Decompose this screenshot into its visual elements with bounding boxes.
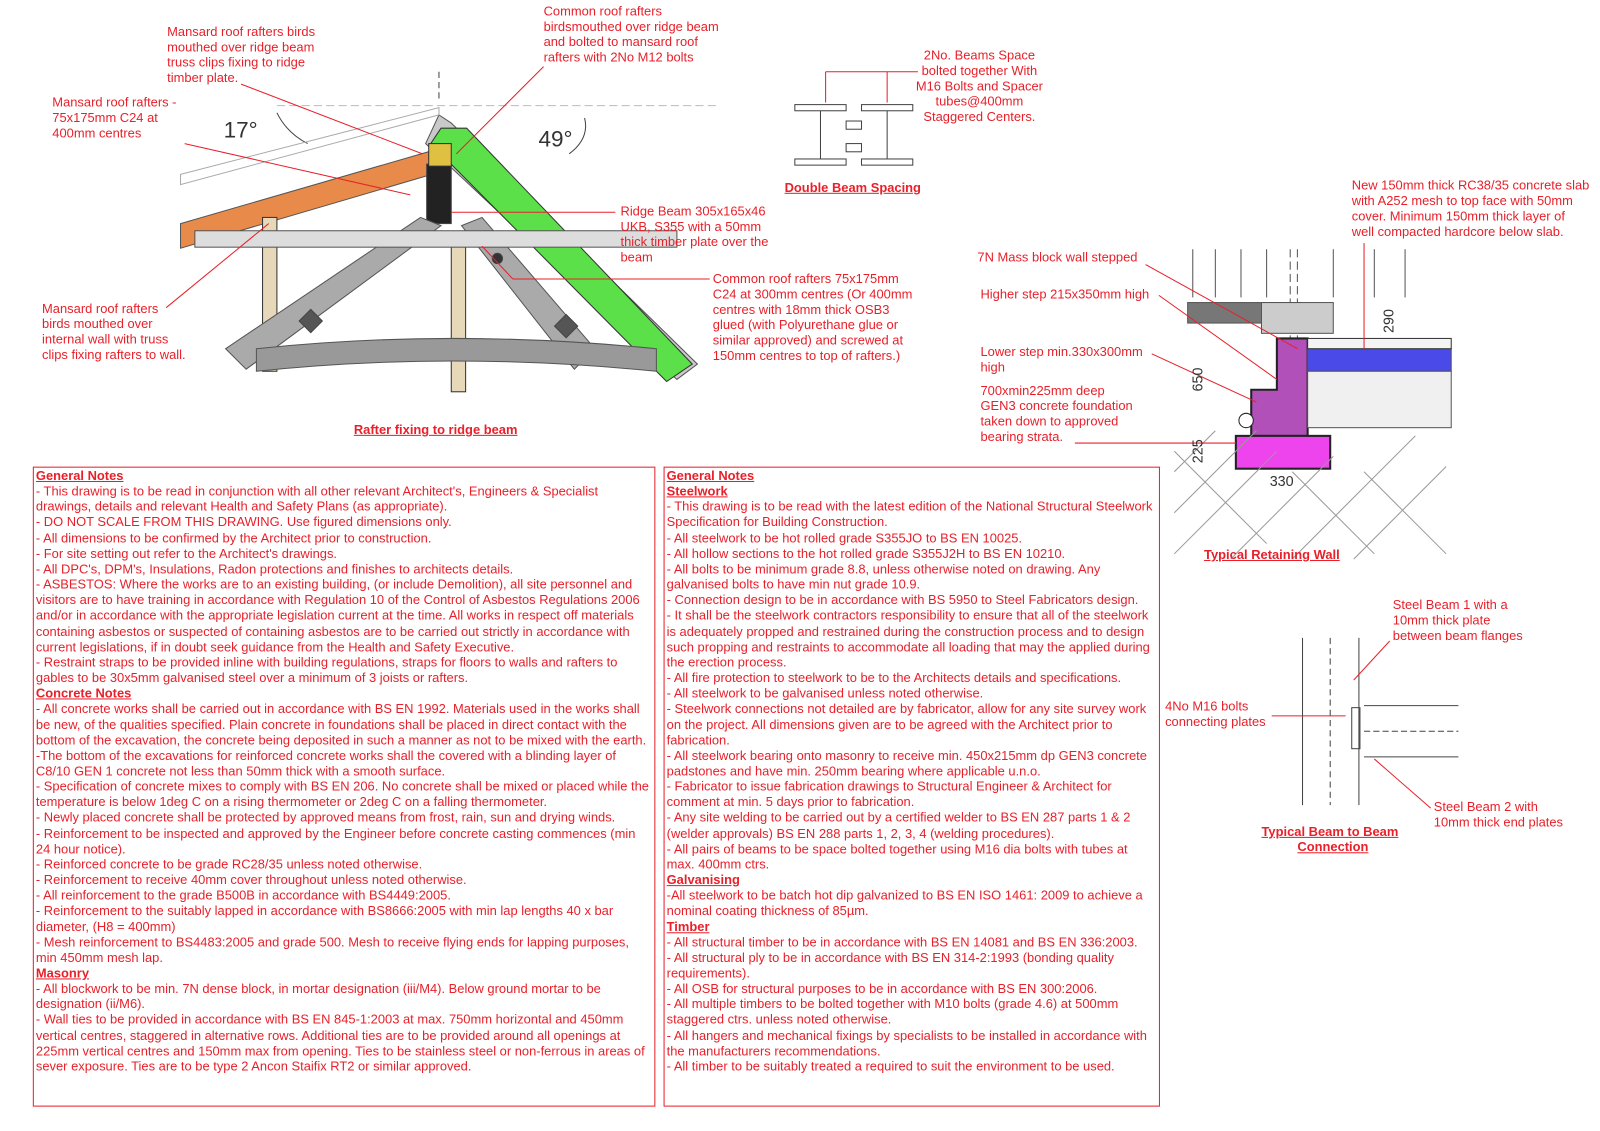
notes-heading: Masonry <box>35 966 90 981</box>
note-item: - This drawing is to be read in conjunct… <box>35 484 599 515</box>
note-item: - All dimensions to be confirmed by the … <box>35 530 432 546</box>
note-item: - All blockwork to be min. 7N dense bloc… <box>35 981 601 1012</box>
note-item: - All hangers and mechanical fixings by … <box>666 1028 1147 1059</box>
double-beam-title: Double Beam Spacing <box>784 180 921 195</box>
note-item: - Specification of concrete mixes to com… <box>35 779 649 810</box>
label-common-rafters: Common roof rafters 75x175mm C24 at 300m… <box>712 271 913 364</box>
note-item: - All concrete works shall be carried ou… <box>35 701 647 748</box>
note-item: - All DPC's, DPM's, Insulations, Radon p… <box>35 561 514 577</box>
label-common-birdsmouth: Common roof rafters birdsmouthed over ri… <box>543 4 719 65</box>
retaining-wall-title: Typical Retaining Wall <box>1204 547 1340 563</box>
note-item: - All timber to be suitably treated a re… <box>666 1059 1115 1074</box>
note-item: - This drawing is to be read with the la… <box>666 499 1153 530</box>
note-item: - All bolts to be minimum grade 8.8, unl… <box>666 561 1101 592</box>
notes-heading: Concrete Notes <box>35 686 132 701</box>
note-item: - Connection design to be in accordance … <box>666 593 1139 608</box>
ridge-beam <box>426 163 452 225</box>
notes-heading: Galvanising <box>666 872 740 888</box>
roof-detail-title: Rafter fixing to ridge beam <box>353 422 518 437</box>
note-item: - Any site welding to be carried out by … <box>666 810 1131 841</box>
notes-panel-left: General Notes- This drawing is to be rea… <box>32 466 656 1107</box>
label-slab: New 150mm thick RC38/35 concrete slab wi… <box>1351 178 1590 239</box>
note-item: - Wall ties to be provided in accordance… <box>35 1012 645 1074</box>
label-mansard-internal: Mansard roof rafters birds mouthed over … <box>42 301 186 363</box>
label-ridge-beam: Ridge Beam 305x165x46 UKB, S355 with a 5… <box>620 204 769 265</box>
label-lower-step: Lower step min.330x300mm high <box>980 344 1143 375</box>
note-item: - All OSB for structural purposes to be … <box>666 981 1098 997</box>
notes-heading: General Notes <box>35 468 124 484</box>
double-beam-drawing <box>794 71 918 166</box>
angle-right: 49° <box>538 126 573 152</box>
dim-290: 290 <box>1380 309 1397 333</box>
note-item: - Mesh reinforcement to BS4483:2005 and … <box>35 935 629 965</box>
roof-leaders <box>165 66 710 309</box>
note-item: - All steelwork bearing onto masonry to … <box>666 748 1147 779</box>
roof-detail-drawing <box>179 71 718 393</box>
note-item: - Fabricator to issue fabrication drawin… <box>666 779 1112 810</box>
label-steel-beam-2: Steel Beam 2 with 10mm thick end plates <box>1433 799 1564 830</box>
note-item: - For site setting out refer to the Arch… <box>35 546 338 561</box>
label-mansard-birdsmouth: Mansard roof rafters birds mouthed over … <box>167 24 316 86</box>
note-item: - ASBESTOS: Where the works are to an ex… <box>35 577 640 655</box>
dim-225: 225 <box>1189 439 1206 464</box>
label-bolts: 4No M16 bolts connecting plates <box>1165 699 1266 730</box>
notes-heading: General Notes <box>666 468 755 484</box>
dim-650: 650 <box>1189 367 1206 392</box>
common-rafter <box>430 127 694 383</box>
beam-connection-title-1: Typical Beam to Beam <box>1261 824 1399 839</box>
note-item: - All steelwork to be galvanised unless … <box>666 686 984 701</box>
note-item: - All multiple timbers to be bolted toge… <box>666 997 1119 1028</box>
note-item: - Reinforcement to be inspected and appr… <box>35 826 636 857</box>
label-steel-beam-1: Steel Beam 1 with a 10mm thick plate bet… <box>1392 597 1523 644</box>
note-item: - Reinforcement to receive 40mm cover th… <box>35 872 467 888</box>
note-item: - All reinforcement to the grade B500B i… <box>35 888 451 903</box>
label-higher-step: Higher step 215x350mm high <box>980 287 1150 302</box>
note-item: - All hollow sections to the hot rolled … <box>666 546 1066 561</box>
note-item: - Reinforcement to the suitably lapped i… <box>35 903 614 934</box>
label-mass-block: 7N Mass block wall stepped <box>977 250 1138 265</box>
note-item: - All structural timber to be in accorda… <box>666 935 1138 950</box>
retaining-wall-drawing <box>1074 243 1452 560</box>
label-mansard-rafters: Mansard roof rafters - 75x175mm C24 at 4… <box>52 95 177 141</box>
note-item: - All pairs of beams to be space bolted … <box>666 841 1128 872</box>
note-item: - DO NOT SCALE FROM THIS DRAWING. Use fi… <box>35 515 452 530</box>
beam-connection-drawing <box>1271 637 1459 809</box>
note-item: - Steelwork connections not detailed are… <box>666 701 1147 748</box>
notes-heading: Steelwork <box>666 484 728 499</box>
notes-heading: Timber <box>666 919 710 934</box>
note-item: - All structural ply to be in accordance… <box>666 950 1114 981</box>
note-item: - Restraint straps to be provided inline… <box>35 655 618 686</box>
label-foundation: 700xmin225mm deep GEN3 concrete foundati… <box>980 383 1133 445</box>
note-item: - It shall be the steelwork contractors … <box>666 608 1150 670</box>
note-item: - Newly placed concrete shall be protect… <box>35 810 616 826</box>
label-double-beam: 2No. Beams Space bolted together With M1… <box>915 48 1043 125</box>
note-item: - All steelwork to be hot rolled grade S… <box>666 530 1023 546</box>
beam-connection-title-2: Connection <box>1297 839 1369 855</box>
note-item: -All steelwork to be batch hot dip galva… <box>666 888 1143 919</box>
dim-330: 330 <box>1269 472 1294 490</box>
note-item: - Reinforced concrete to be grade RC28/3… <box>35 857 423 872</box>
angle-left: 17° <box>223 116 258 143</box>
note-item: - All fire protection to steelwork to be… <box>666 670 1122 686</box>
note-item: -The bottom of the excavations for reinf… <box>35 748 616 779</box>
